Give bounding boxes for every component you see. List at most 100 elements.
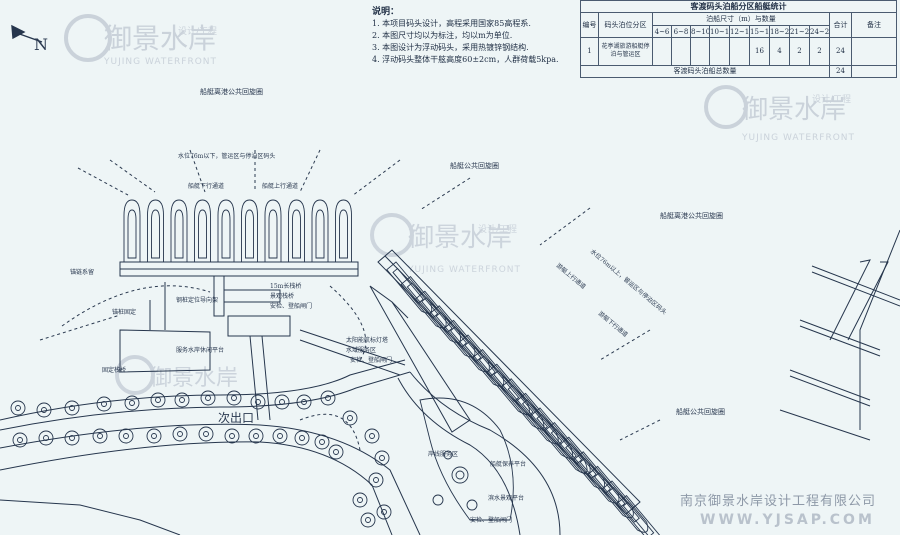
row-count: [729, 37, 750, 66]
label-deck: 安检、登船闸门: [470, 516, 512, 524]
north-arrow-icon: N: [11, 24, 48, 54]
tree-trunk: [43, 435, 49, 441]
row-remark: [850, 37, 898, 66]
watermark-logo-4: 御景水岸: [115, 355, 238, 395]
boat-icon: [616, 494, 663, 535]
tree-icon: [92, 428, 108, 444]
note-item: 2. 本图尺寸均以为标注，均以m为单位.: [372, 31, 513, 40]
tree-trunk: [231, 395, 237, 401]
label-turn-area-1: 船艇离港公共回旋圈: [200, 87, 263, 96]
size-col: 12~15: [729, 24, 750, 39]
row-count: [690, 37, 710, 66]
tree-trunk: [333, 449, 339, 455]
tree-icon: [328, 444, 344, 460]
label-right-2: 游艇上行通道: [555, 261, 588, 290]
label-lifting: 固定栈桥: [102, 366, 126, 374]
tree-trunk: [17, 437, 23, 443]
label-right-3: 游艇下行通道: [597, 309, 630, 338]
row-count: 16: [749, 37, 770, 66]
tree-trunk: [369, 433, 375, 439]
label-turn-area-2: 船艇公共回旋圈: [450, 161, 499, 170]
tree-icon: [360, 512, 376, 528]
tree-icon: [96, 396, 112, 412]
label-anchor-pile: 锚桩固定: [112, 308, 136, 316]
tree-icon: [36, 402, 52, 418]
note-item: 1. 本项目码头设计，高程采用国家85高程系.: [372, 19, 531, 28]
label-water-level: 水位76m以下，管运区与停泊区码头: [178, 152, 275, 160]
tree-icon: [248, 428, 264, 444]
footer-total: 24: [829, 64, 852, 78]
label-bridge: 景观栈桥: [270, 292, 294, 300]
tree-icon: [352, 492, 368, 508]
tree-trunk: [365, 517, 371, 523]
tree-trunk: [15, 405, 21, 411]
note-item: 3. 本图设计为浮动码头，采用热镀锌钢结构.: [372, 43, 529, 52]
label-entrance: 次出口: [218, 411, 254, 425]
tree-trunk: [179, 397, 185, 403]
tree-trunk: [41, 407, 47, 413]
watermark-logo-1: 御景水岸 设计/工程 YUJING WATERFRONT: [64, 14, 217, 67]
size-col: 6~8: [671, 24, 691, 39]
tree-trunk: [177, 431, 183, 437]
tree-trunk: [279, 399, 285, 405]
tree-icon: [376, 504, 392, 520]
tree-trunk: [277, 433, 283, 439]
plan-labels: 船艇离港公共回旋圈 水位76m以下，管运区与停泊区码头 船艇下行通道 船艇上行通…: [70, 87, 725, 524]
row-total: 24: [829, 37, 852, 66]
label-dock-area: 水域服务区: [346, 346, 376, 354]
tree-trunk: [101, 401, 107, 407]
tree-trunk: [255, 399, 261, 405]
tree-icon: [374, 450, 390, 466]
tree-trunk: [325, 395, 331, 401]
size-col: 24~28: [809, 24, 830, 39]
boat-statistics-table: 客渡码头泊船分区船艇统计 编号 码头泊位分区 泊船尺寸（m）与数量 合计 备注 …: [579, 0, 898, 78]
boats-left: [123, 199, 352, 263]
tree-row: [10, 390, 392, 528]
row-count: [652, 37, 672, 66]
tree-icon: [368, 472, 384, 488]
note-item: 4. 浮动码头整体干舷高度60±2cm，人群荷载5kpa.: [372, 55, 559, 64]
tree-icon: [296, 394, 312, 410]
label-walkway-right: 船艇上行通道: [262, 182, 298, 190]
tree-trunk: [129, 400, 135, 406]
label-gate2: 安检、登船闸门: [350, 356, 392, 364]
tree-trunk: [301, 399, 307, 405]
tree-trunk: [347, 415, 353, 421]
label-walkway-left: 船艇下行通道: [188, 182, 224, 190]
table-caption: 客渡码头泊船分区船艇统计: [579, 0, 898, 14]
tree-icon: [320, 390, 336, 406]
footer-remark: [850, 64, 898, 78]
tree-icon: [10, 400, 26, 416]
tree-icon: [118, 428, 134, 444]
boat-icon: [194, 199, 211, 263]
boat-icon: [264, 199, 282, 263]
svg-text:御景水岸: 御景水岸: [104, 22, 216, 55]
label-right-4: 船艇公共回旋圈: [676, 407, 725, 416]
row-no: 1: [580, 37, 599, 66]
design-notes: 说明： 1. 本项目码头设计，高程采用国家85高程系. 2. 本图尺寸均以为标注…: [372, 6, 576, 66]
boat-icon: [288, 199, 305, 263]
company-name: 南京御景水岸设计工程有限公司: [680, 494, 877, 509]
tree-icon: [150, 392, 166, 408]
tree-trunk: [357, 497, 363, 503]
row-count: [709, 37, 730, 66]
svg-text:设计/工程: 设计/工程: [178, 25, 217, 37]
svg-text:设计/工程: 设计/工程: [812, 93, 851, 105]
turning-circle-arcs: [39, 149, 661, 451]
tree-icon: [124, 395, 140, 411]
row-zone: 花亭湖旅游船艇停泊与管运区: [598, 37, 653, 66]
svg-text:御景水岸: 御景水岸: [150, 366, 238, 391]
label-right-1: 水位76m以上，管运区与停泊区码头: [589, 247, 669, 316]
label-fuel-dock: 15m长栈桥: [270, 282, 301, 290]
size-col: 10~12: [709, 24, 730, 39]
tree-icon: [38, 430, 54, 446]
tree-icon: [294, 430, 310, 446]
svg-text:YUJING WATERFRONT: YUJING WATERFRONT: [103, 57, 217, 67]
label-light: 太阳能航标灯塔: [346, 336, 388, 344]
boat-icon: [602, 480, 649, 533]
tree-trunk: [319, 439, 325, 445]
row-count: 2: [809, 37, 830, 66]
tree-icon: [146, 428, 162, 444]
tree-icon: [272, 428, 288, 444]
label-mooring: 锚链系留: [70, 268, 94, 276]
